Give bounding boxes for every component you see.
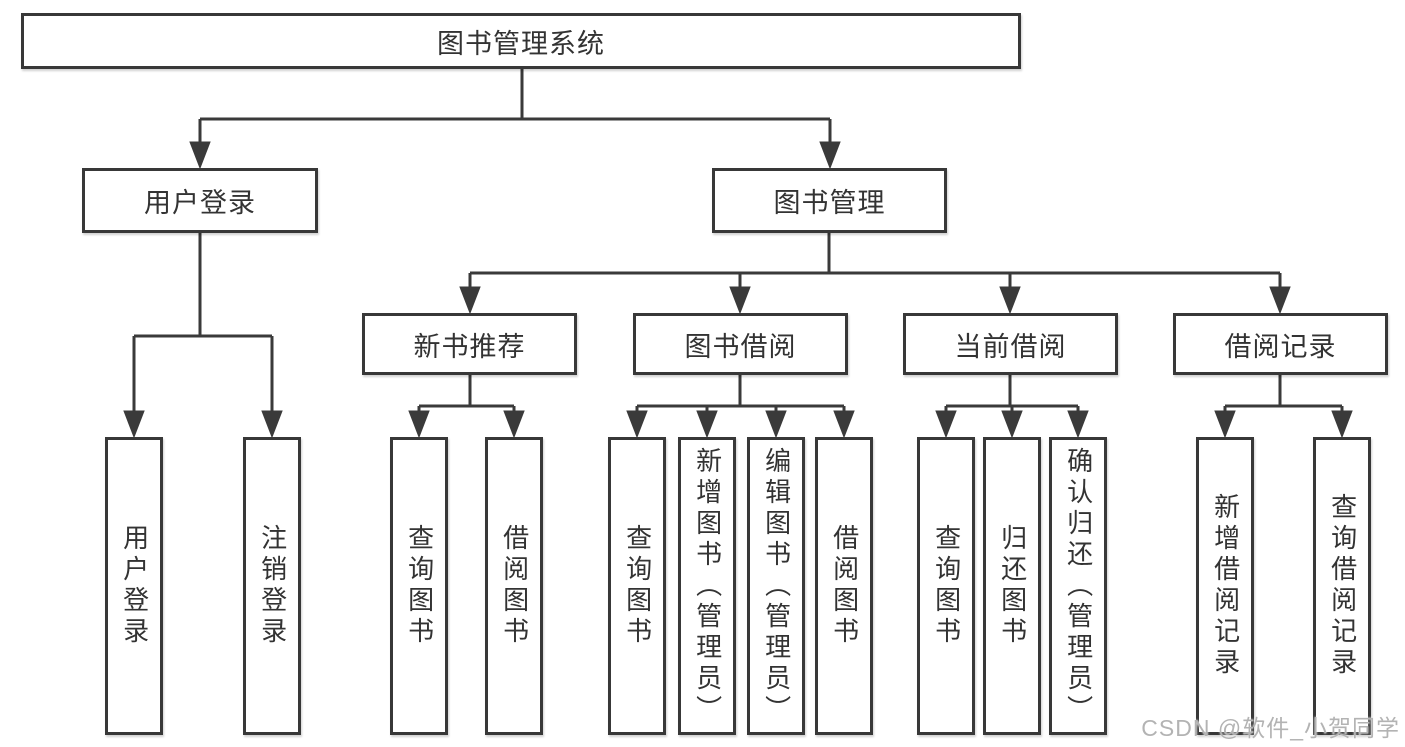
leaf-query-books-borrowing-label: 查询图书	[622, 524, 653, 648]
arrowhead	[1214, 410, 1236, 439]
arrowhead	[1269, 286, 1291, 315]
edges-borrowing-records	[1214, 375, 1353, 439]
leaf-logout-label: 注销登录	[257, 524, 288, 648]
leaf-add-books-admin-label: 新增图书（管理员）	[692, 446, 723, 726]
node-current-borrowing-label: 当前借阅	[954, 331, 1067, 362]
leaf-edit-books-admin: 编辑图书（管理员）	[747, 437, 805, 735]
node-book-management-label: 图书管理	[773, 188, 886, 218]
node-root-label: 图书管理系统	[437, 28, 605, 59]
leaf-query-books-current: 查询图书	[917, 437, 975, 735]
leaf-add-books-admin: 新增图书（管理员）	[678, 437, 736, 735]
edges-book-management	[459, 233, 1291, 315]
arrowhead	[189, 141, 211, 170]
node-current-borrowing: 当前借阅	[903, 313, 1118, 375]
leaf-query-books-recommend-label: 查询图书	[404, 524, 435, 648]
node-user-login-label: 用户登录	[144, 188, 256, 218]
leaf-edit-books-admin-label: 编辑图书（管理员）	[761, 446, 792, 726]
leaf-borrow-books-recommend: 借阅图书	[485, 437, 543, 735]
leaf-return-books-label: 归还图书	[997, 524, 1028, 648]
leaf-borrow-books: 借阅图书	[815, 437, 873, 735]
arrowhead	[626, 410, 648, 439]
leaf-borrow-books-label: 借阅图书	[829, 524, 860, 648]
node-book-management: 图书管理	[712, 168, 947, 233]
leaf-confirm-return-admin-label: 确认归还（管理员）	[1063, 446, 1094, 726]
node-user-login: 用户登录	[82, 168, 318, 233]
arrowhead	[765, 410, 787, 439]
leaf-query-books-borrowing: 查询图书	[608, 437, 666, 735]
edges-book-borrowing	[626, 375, 855, 439]
arrowhead	[261, 410, 283, 439]
leaf-user-login: 用户登录	[105, 437, 163, 735]
leaf-logout: 注销登录	[243, 437, 301, 735]
arrowhead	[503, 410, 525, 439]
arrowhead	[729, 286, 751, 315]
arrowhead	[696, 410, 718, 439]
arrowhead	[459, 286, 481, 315]
leaf-confirm-return-admin: 确认归还（管理员）	[1049, 437, 1107, 735]
arrowhead	[123, 410, 145, 439]
leaf-query-books-recommend: 查询图书	[390, 437, 448, 735]
node-borrowing-records: 借阅记录	[1173, 313, 1388, 375]
leaf-borrow-books-recommend-label: 借阅图书	[499, 524, 530, 648]
node-new-book-recommend: 新书推荐	[362, 313, 577, 375]
arrowhead	[1067, 410, 1089, 439]
edges-current-borrowing	[935, 375, 1089, 439]
leaf-query-borrow-record: 查询借阅记录	[1313, 437, 1371, 735]
node-book-borrowing-label: 图书借阅	[684, 331, 797, 362]
node-borrowing-records-label: 借阅记录	[1224, 331, 1337, 362]
leaf-add-borrow-record: 新增借阅记录	[1196, 437, 1254, 735]
arrowhead	[999, 286, 1021, 315]
leaf-return-books: 归还图书	[983, 437, 1041, 735]
csdn-watermark: CSDN @软件_小贺同学	[1141, 715, 1400, 741]
leaf-user-login-label: 用户登录	[119, 524, 150, 648]
edges-new-book-recommend	[408, 375, 525, 439]
arrowhead	[1001, 410, 1023, 439]
leaf-query-books-current-label: 查询图书	[931, 524, 962, 648]
arrowhead	[1331, 410, 1353, 439]
edges-root	[189, 69, 841, 170]
edges-user-login	[123, 233, 283, 439]
node-root-system: 图书管理系统	[21, 13, 1021, 69]
arrowhead	[935, 410, 957, 439]
arrowhead	[819, 141, 841, 170]
node-book-borrowing: 图书借阅	[633, 313, 848, 375]
leaf-add-borrow-record-label: 新增借阅记录	[1210, 493, 1241, 679]
node-new-book-recommend-label: 新书推荐	[413, 331, 526, 362]
arrowhead	[408, 410, 430, 439]
arrowhead	[833, 410, 855, 439]
leaf-query-borrow-record-label: 查询借阅记录	[1327, 493, 1358, 679]
